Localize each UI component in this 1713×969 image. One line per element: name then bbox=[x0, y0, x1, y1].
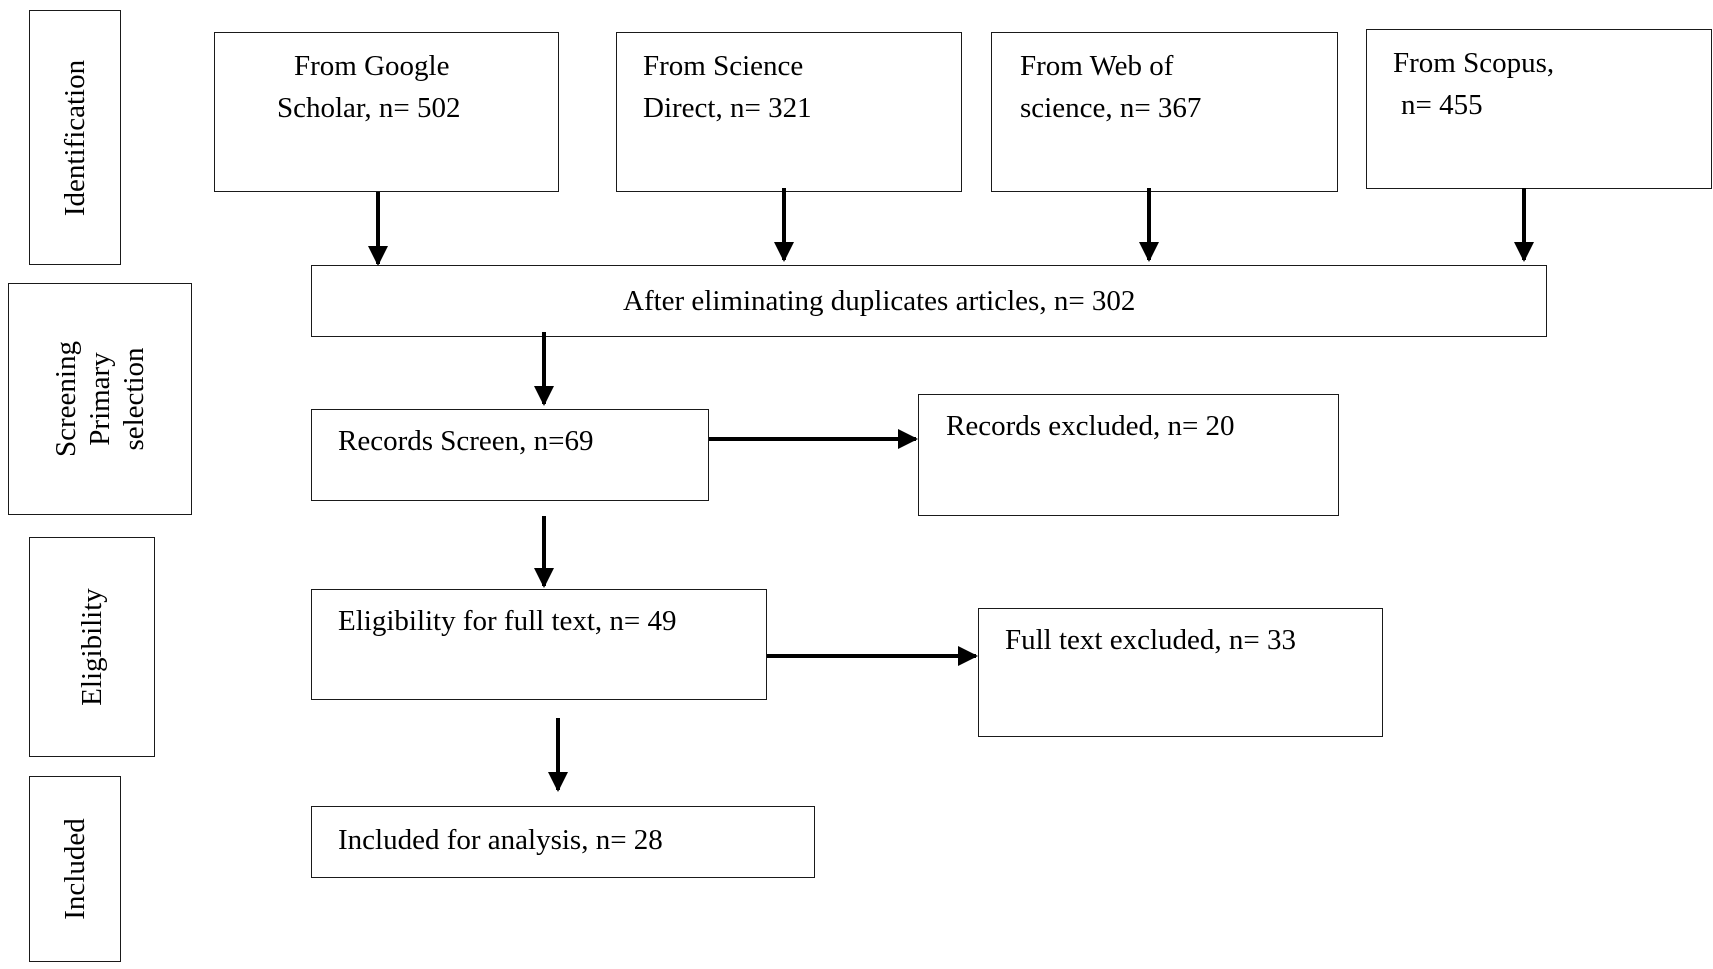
source-scopus-line2: n= 455 bbox=[1401, 89, 1483, 121]
source-science-direct-line1: From Science bbox=[643, 50, 804, 82]
eligibility-box: Eligibility for full text, n= 49 bbox=[311, 589, 767, 700]
source-scopus-box: From Scopus, n= 455 bbox=[1366, 29, 1712, 189]
fulltext-excluded-label: Full text excluded, n= 33 bbox=[1005, 624, 1297, 656]
stage-identification-label: Identification bbox=[59, 59, 91, 216]
stage-included: Included bbox=[29, 776, 121, 962]
source-web-of-science-line2: science, n= 367 bbox=[1020, 92, 1202, 124]
source-web-of-science-box: From Web of science, n= 367 bbox=[991, 32, 1338, 192]
source-scopus-line1: From Scopus, bbox=[1393, 47, 1555, 79]
deduplicated-box: After eliminating duplicates articles, n… bbox=[311, 265, 1547, 337]
records-screen-box: Records Screen, n=69 bbox=[311, 409, 709, 501]
eligibility-label: Eligibility for full text, n= 49 bbox=[338, 605, 677, 637]
source-google-scholar-line1: From Google bbox=[294, 50, 450, 82]
stage-identification: Identification bbox=[29, 10, 121, 265]
source-web-of-science-line1: From Web of bbox=[1020, 50, 1174, 82]
stage-included-label: Included bbox=[59, 818, 91, 920]
source-google-scholar-line2: Scholar, n= 502 bbox=[277, 92, 461, 124]
records-excluded-label: Records excluded, n= 20 bbox=[946, 410, 1235, 442]
included-box: Included for analysis, n= 28 bbox=[311, 806, 815, 878]
source-science-direct-box: From Science Direct, n= 321 bbox=[616, 32, 962, 192]
records-excluded-box: Records excluded, n= 20 bbox=[918, 394, 1339, 516]
records-screen-label: Records Screen, n=69 bbox=[338, 425, 594, 457]
source-science-direct-line2: Direct, n= 321 bbox=[643, 92, 812, 124]
included-label: Included for analysis, n= 28 bbox=[338, 824, 663, 856]
stage-eligibility: Eligibility bbox=[29, 537, 155, 757]
fulltext-excluded-box: Full text excluded, n= 33 bbox=[978, 608, 1383, 737]
stage-eligibility-label: Eligibility bbox=[76, 588, 108, 706]
deduplicated-label: After eliminating duplicates articles, n… bbox=[623, 285, 1136, 317]
stage-screening-label: Screening Primary selection bbox=[50, 341, 150, 457]
stage-screening: Screening Primary selection bbox=[8, 283, 192, 515]
source-google-scholar-box: From Google Scholar, n= 502 bbox=[214, 32, 559, 192]
